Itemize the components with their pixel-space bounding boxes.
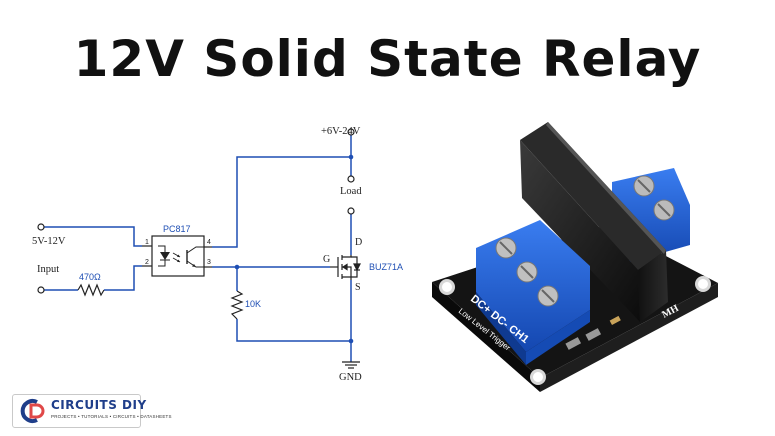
junction-dot bbox=[348, 154, 354, 160]
ground-label: GND bbox=[339, 372, 362, 383]
wire-pin4 bbox=[212, 156, 351, 248]
pulldown-label: 10K bbox=[245, 299, 261, 309]
optocoupler-label: PC817 bbox=[163, 224, 191, 234]
circuits-diy-logo-icon bbox=[20, 399, 45, 423]
junction-dot bbox=[234, 264, 240, 270]
supply-label: +6V-24V bbox=[321, 126, 361, 137]
source-label: S bbox=[355, 282, 361, 293]
pin3-label: 3 bbox=[207, 259, 211, 266]
resistor-470-icon bbox=[77, 283, 105, 297]
wire-input-top bbox=[44, 226, 142, 247]
supply-terminal bbox=[347, 128, 355, 136]
junction-dot bbox=[348, 338, 354, 344]
logo-name: CIRCUITS DIY bbox=[51, 398, 147, 412]
optocoupler-icon bbox=[142, 235, 212, 277]
input-terminal-bottom bbox=[37, 286, 45, 294]
input-terminal-block bbox=[476, 220, 590, 365]
input-terminal-top bbox=[37, 223, 45, 231]
relay-housing bbox=[520, 122, 668, 322]
load-terminal-bottom bbox=[347, 207, 355, 215]
gate-label: G bbox=[323, 254, 330, 265]
input-voltage-label: 5V-12V bbox=[32, 236, 66, 247]
wire-pulldown-bottom bbox=[236, 319, 351, 342]
wire-input-bottom-right bbox=[104, 265, 142, 291]
pin4-label: 4 bbox=[207, 239, 211, 246]
load-terminal-top bbox=[347, 175, 355, 183]
mosfet-label: BUZ71A bbox=[369, 262, 403, 272]
input-label: Input bbox=[37, 264, 59, 275]
mosfet-icon bbox=[330, 255, 361, 280]
brand-logo: CIRCUITS DIY PROJECTS • TUTORIALS • CIRC… bbox=[12, 394, 172, 428]
ground-icon bbox=[342, 361, 360, 369]
resistor-470-label: 470Ω bbox=[79, 272, 101, 282]
pin2-label: 2 bbox=[145, 259, 149, 266]
page-title: 12V Solid State Relay bbox=[73, 30, 702, 88]
pin1-label: 1 bbox=[145, 239, 149, 246]
load-label: Load bbox=[340, 186, 362, 197]
resistor-10k-icon bbox=[230, 290, 244, 320]
logo-tagline: PROJECTS • TUTORIALS • CIRCUITS • DATASH… bbox=[51, 414, 172, 419]
drain-label: D bbox=[355, 237, 362, 248]
